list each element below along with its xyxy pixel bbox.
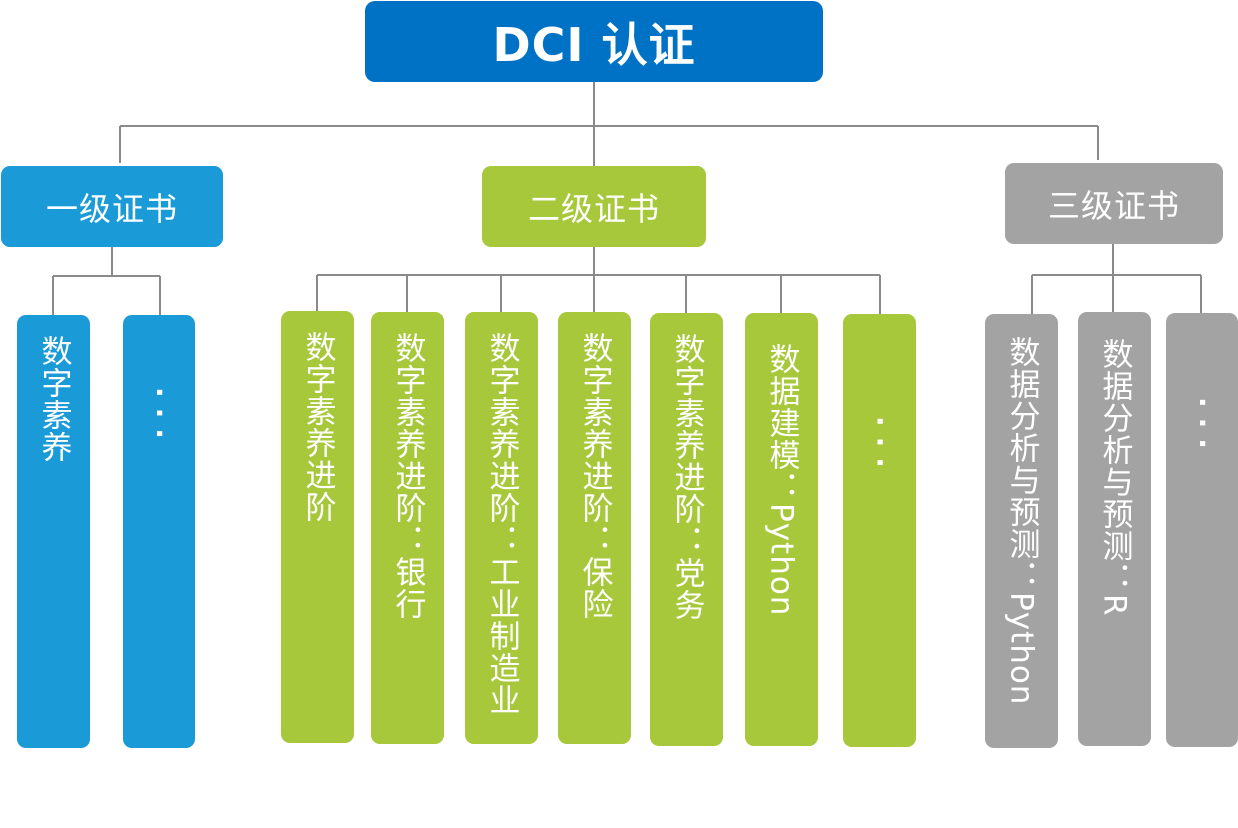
level3-item-2: 数据分析与预测：R: [1078, 312, 1151, 746]
level1-item-1: 数字素养: [17, 315, 90, 748]
level2-label: 二级证书: [527, 189, 660, 228]
level2-item-6-label: 数据建模：Python: [763, 343, 800, 617]
level2-item-7-label: ···: [863, 416, 897, 478]
level2-item-1: 数字素养进阶: [281, 311, 354, 743]
level3-item-3: ···: [1166, 313, 1238, 747]
level2-item-4: 数字素养进阶：保险: [558, 312, 631, 744]
level3-item-3-label: ···: [1186, 397, 1219, 459]
level3-node: 三级证书: [1005, 163, 1223, 244]
level2-item-5-label: 数字素养进阶：党务: [668, 333, 705, 621]
level2-item-1-label: 数字素养进阶: [299, 331, 336, 523]
root-node: DCI 认证: [365, 1, 823, 82]
root-title: DCI 认证: [492, 17, 696, 72]
level2-item-3: 数字素养进阶：工业制造业: [465, 312, 538, 744]
level2-item-6: 数据建模：Python: [745, 313, 818, 746]
level2-item-2-label: 数字素养进阶：银行: [389, 332, 426, 620]
level1-item-1-label: 数字素养: [35, 335, 72, 463]
level2-item-3-label: 数字素养进阶：工业制造业: [483, 332, 520, 716]
level2-item-2: 数字素养进阶：银行: [371, 312, 444, 744]
level2-node: 二级证书: [482, 166, 706, 247]
level2-item-5: 数字素养进阶：党务: [650, 313, 723, 746]
level1-item-2: ···: [123, 315, 195, 748]
level2-item-7: ···: [843, 314, 916, 747]
level3-item-2-label: 数据分析与预测：R: [1096, 338, 1133, 617]
level1-node: 一级证书: [1, 166, 223, 247]
level3-label: 三级证书: [1047, 186, 1180, 225]
level1-label: 一级证书: [45, 189, 178, 228]
level3-item-1: 数据分析与预测：Python: [985, 314, 1058, 748]
level3-item-1-label: 数据分析与预测：Python: [1003, 336, 1040, 706]
level2-item-4-label: 数字素养进阶：保险: [576, 332, 613, 620]
level1-item-2-label: ···: [143, 387, 176, 449]
